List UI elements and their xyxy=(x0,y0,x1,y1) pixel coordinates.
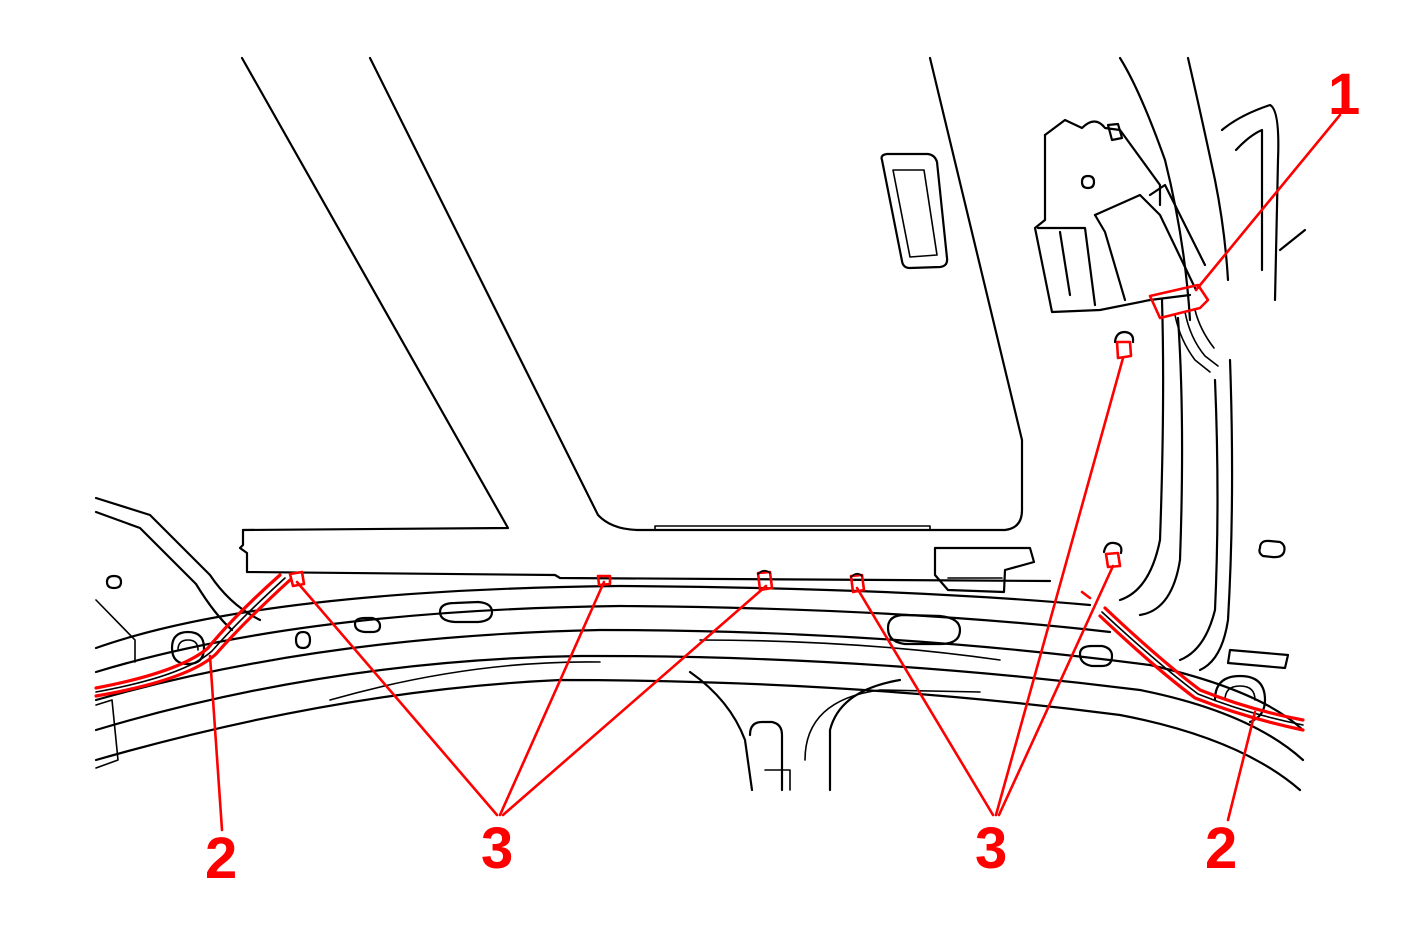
harness-left xyxy=(94,573,292,698)
fastener-1 xyxy=(288,570,306,588)
connector-highlight xyxy=(1148,283,1210,320)
leader-line-3c xyxy=(501,584,768,817)
leader-line-2-left xyxy=(208,654,224,832)
harness-right xyxy=(1098,606,1305,732)
leader-line-1 xyxy=(1194,113,1342,292)
leader-line-3e xyxy=(994,356,1125,817)
fastener-5 xyxy=(1113,330,1135,360)
callout-2-right-label: 2 xyxy=(1205,816,1238,881)
vehicle-structure xyxy=(94,56,1307,792)
fastener-6 xyxy=(1102,541,1123,569)
callout-1-label: 1 xyxy=(1328,62,1361,127)
callout-3-right-label: 3 xyxy=(975,816,1008,881)
leader-line-3a xyxy=(295,580,499,817)
leader-line-3d xyxy=(855,586,995,817)
leader-line-3f xyxy=(997,564,1115,817)
callout-graphics xyxy=(94,113,1342,832)
leader-line-2-right xyxy=(1226,710,1257,822)
harness-clip-mark xyxy=(1080,590,1092,600)
callout-3-left-label: 3 xyxy=(481,816,514,881)
fastener-2 xyxy=(596,574,612,587)
callout-2-left-label: 2 xyxy=(205,826,238,891)
fastener-3 xyxy=(756,569,774,592)
leader-line-3b xyxy=(498,580,606,817)
fastener-4 xyxy=(849,572,866,594)
